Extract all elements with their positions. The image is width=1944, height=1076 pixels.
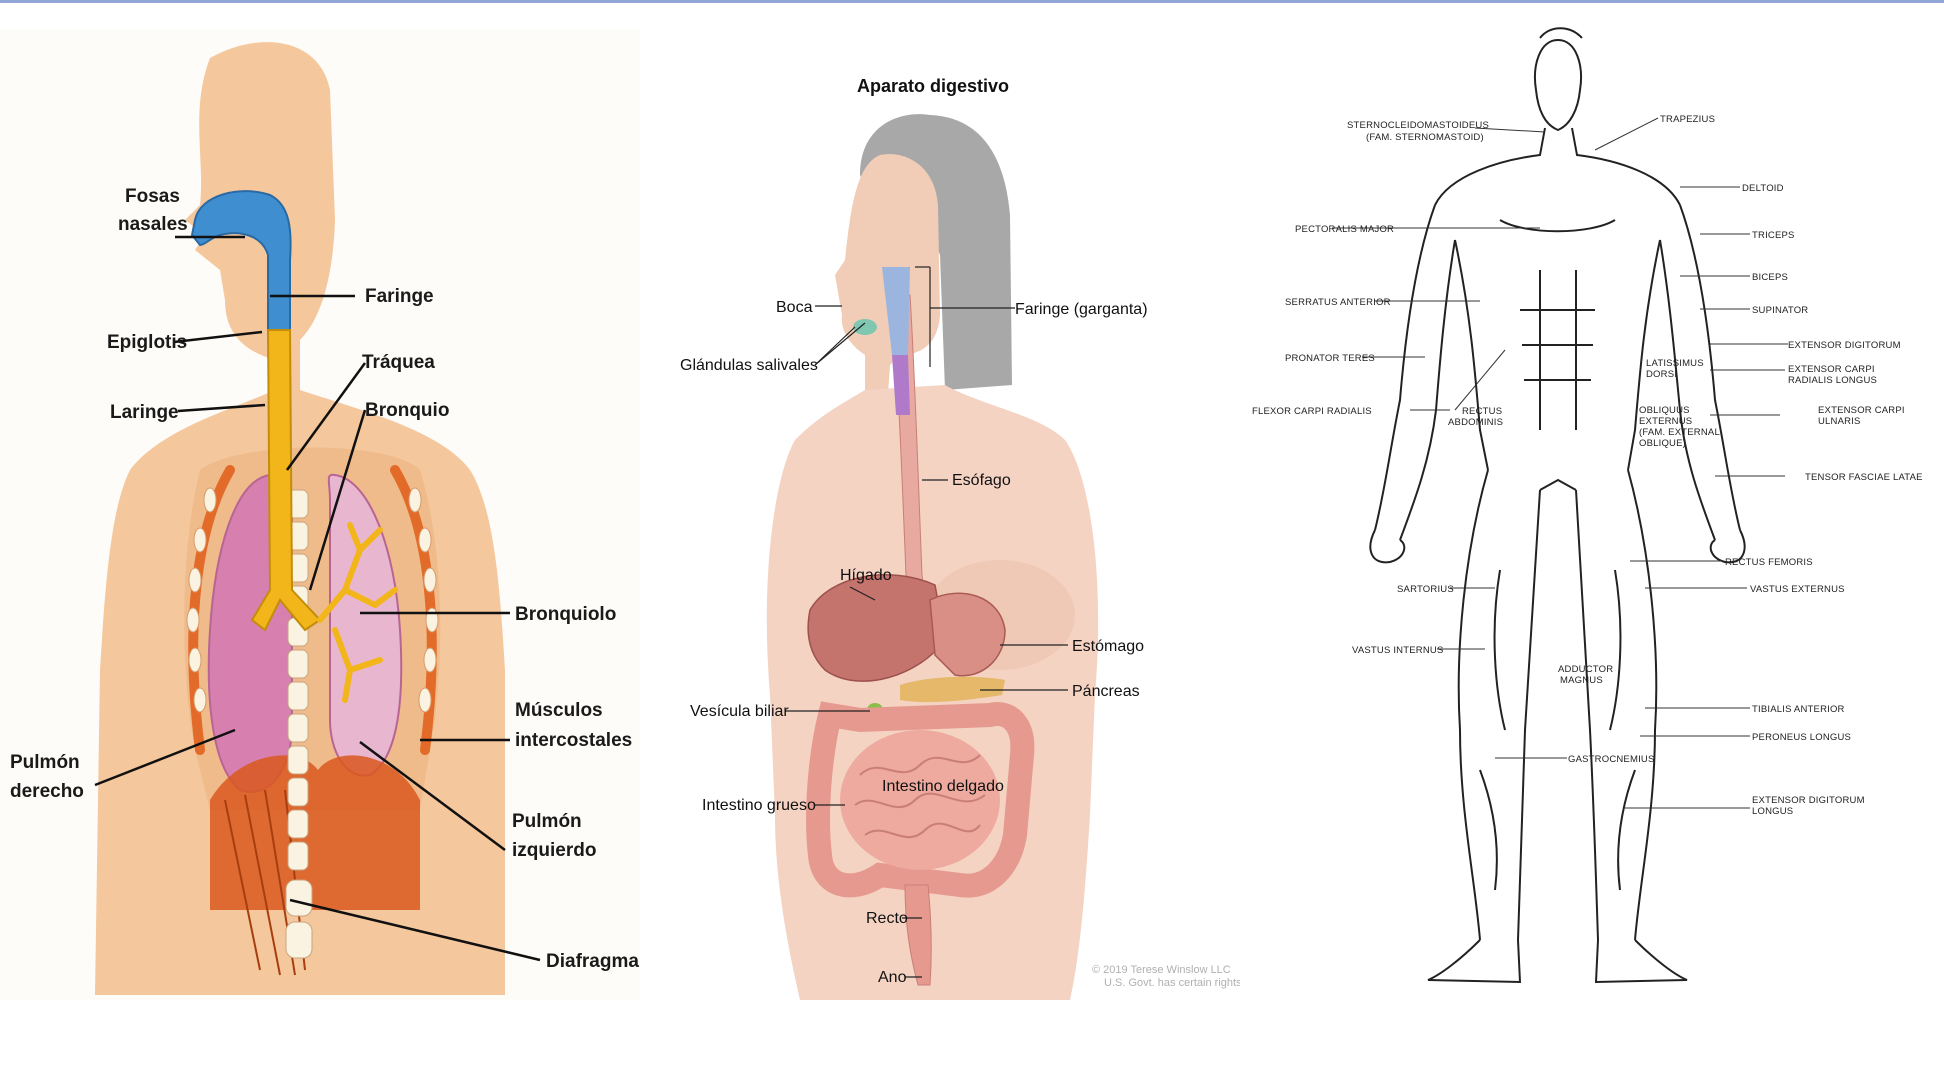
muscular-illustration: STERNOCLEIDOMASTOIDEUS (FAM. STERNOMASTO… [1240,10,1944,1000]
label-estomago: Estómago [1072,638,1144,655]
label-ext-carpi-rad-1: EXTENSOR CARPI [1788,364,1875,375]
label-serratus: SERRATUS ANTERIOR [1285,297,1391,308]
label-diafragma: Diafragma [546,951,639,972]
digestive-title: Aparato digestivo [857,76,1009,96]
label-ext-dig-longus-1: EXTENSOR DIGITORUM [1752,795,1865,806]
label-rectus-abd-1: RECTUS [1462,406,1502,417]
label-pulmon-der-2: derecho [10,781,84,802]
respiratory-system-diagram: Fosas nasales Faringe Epiglotis Tráquea … [0,30,640,1000]
label-scm-1: STERNOCLEIDOMASTOIDEUS [1347,120,1489,131]
label-laringe: Laringe [110,402,179,423]
label-adductor-1: ADDUCTOR [1558,664,1613,675]
label-gastrocnemius: GASTROCNEMIUS [1568,754,1655,765]
salivary-glands [853,319,877,335]
label-pulmon-der-1: Pulmón [10,752,80,773]
label-pectoralis: PECTORALIS MAJOR [1295,224,1394,235]
label-deltoid: DELTOID [1742,183,1784,194]
label-tensor: TENSOR FASCIAE LATAE [1805,472,1923,483]
label-faringe-garganta: Faringe (garganta) [1015,301,1148,318]
label-pancreas: Páncreas [1072,683,1140,700]
label-boca: Boca [776,299,813,316]
label-ext-carpi-rad-2: RADIALIS LONGUS [1788,375,1877,386]
label-pronator: PRONATOR TERES [1285,353,1375,364]
label-fosas-1: Fosas [125,186,180,207]
label-latissimus-2: DORSI [1646,369,1677,380]
label-ext-dig-longus-2: LONGUS [1752,806,1793,817]
label-intestino-delgado: Intestino delgado [882,778,1004,795]
label-vesicula: Vesícula biliar [690,703,789,720]
label-flexor: FLEXOR CARPI RADIALIS [1252,406,1372,417]
digestive-system-diagram: Aparato digestivo [660,55,1240,1005]
label-intestino-grueso: Intestino grueso [702,797,816,814]
label-esofago: Esófago [952,472,1011,489]
label-musculos-2: intercostales [515,730,632,751]
label-fosas-2: nasales [118,214,188,235]
label-adductor-2: MAGNUS [1560,675,1603,686]
label-traquea: Tráquea [362,352,435,373]
label-epiglotis: Epiglotis [107,332,187,353]
label-recto: Recto [866,910,908,927]
label-pulmon-izq-2: izquierdo [512,840,596,861]
label-rectus-abd-2: ABDOMINIS [1448,417,1503,428]
label-ext-digitorum: EXTENSOR DIGITORUM [1788,340,1901,351]
muscle-figure-outline [1370,28,1744,982]
label-bronquio: Bronquio [365,400,449,421]
label-glandulas: Glándulas salivales [680,357,818,374]
label-ano: Ano [878,969,907,986]
label-rectus-femoris: RECTUS FEMORIS [1725,557,1813,568]
label-sartorius: SARTORIUS [1397,584,1454,595]
label-supinator: SUPINATOR [1752,305,1808,316]
diaphragm [210,755,420,910]
label-pulmon-izq-1: Pulmón [512,811,582,832]
label-musculos-1: Músculos [515,700,603,721]
label-tibialis: TIBIALIS ANTERIOR [1752,704,1845,715]
label-obliquus-1: OBLIQUUS [1639,405,1690,416]
label-ext-carpi-uln-1: EXTENSOR CARPI [1818,405,1905,416]
label-triceps: TRICEPS [1752,230,1795,241]
label-trapezius: TRAPEZIUS [1660,114,1715,125]
label-biceps: BICEPS [1752,272,1788,283]
muscular-leader-lines [1332,118,1788,808]
label-ext-carpi-uln-2: ULNARIS [1818,416,1861,427]
label-vastus-externus: VASTUS EXTERNUS [1750,584,1845,595]
credit-line-2: U.S. Govt. has certain rights [1104,977,1240,989]
label-latissimus-1: LATISSIMUS [1646,358,1704,369]
label-peroneus: PERONEUS LONGUS [1752,732,1851,743]
credit-line-1: © 2019 Terese Winslow LLC [1092,964,1231,976]
muscular-system-diagram: STERNOCLEIDOMASTOIDEUS (FAM. STERNOMASTO… [1240,10,1944,1000]
label-obliquus-4: OBLIQUE) [1639,438,1686,449]
top-border [0,0,1944,3]
label-vastus-internus: VASTUS INTERNUS [1352,645,1444,656]
label-obliquus-2: EXTERNUS [1639,416,1692,427]
label-bronquiolo: Bronquiolo [515,604,616,625]
respiratory-illustration: Fosas nasales Faringe Epiglotis Tráquea … [0,30,640,1000]
digestive-illustration: Aparato digestivo [660,55,1240,1005]
label-higado: Hígado [840,567,892,584]
label-scm-2: (FAM. STERNOMASTOID) [1366,132,1484,143]
label-faringe: Faringe [365,286,434,307]
label-obliquus-3: (FAM. EXTERNAL [1639,427,1720,438]
